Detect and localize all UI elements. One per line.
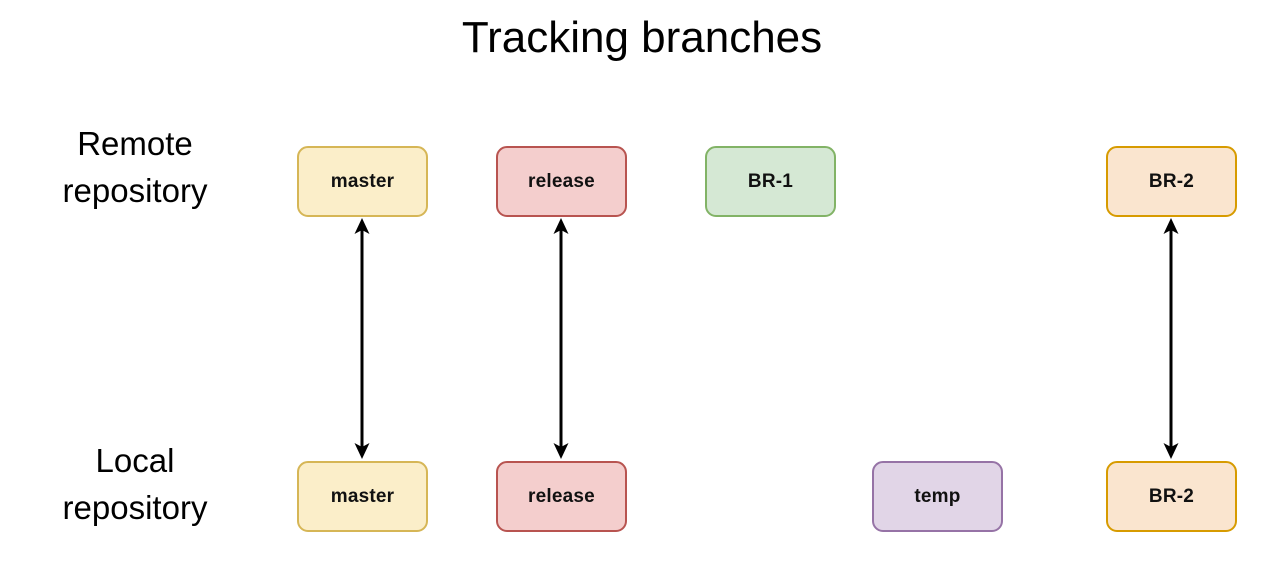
node-label: master (330, 170, 395, 192)
node-local-br-2[interactable]: BR-2 (1106, 461, 1237, 532)
node-label: BR-2 (1148, 170, 1195, 192)
node-remote-br-1[interactable]: BR-1 (705, 146, 836, 217)
arrow-br-2 (1163, 218, 1179, 459)
row-label-local: Local repository (0, 437, 275, 531)
node-label: BR-1 (747, 170, 794, 192)
row-label-remote-line-2: repository (62, 172, 208, 209)
node-remote-br-2[interactable]: BR-2 (1106, 146, 1237, 217)
row-label-local-line-2: repository (62, 489, 208, 526)
node-local-master[interactable]: master (297, 461, 428, 532)
node-label: release (528, 170, 595, 192)
node-label: master (330, 485, 395, 507)
node-local-release[interactable]: release (496, 461, 627, 532)
node-label: temp (914, 485, 961, 507)
node-remote-release[interactable]: release (496, 146, 627, 217)
arrow-release (553, 218, 569, 459)
node-remote-master[interactable]: master (297, 146, 428, 217)
node-label: release (528, 485, 595, 507)
arrow-master (354, 218, 370, 459)
row-label-local-line-1: Local (95, 442, 175, 479)
node-local-temp[interactable]: temp (872, 461, 1003, 532)
page-title: Tracking branches (461, 13, 823, 62)
row-label-remote: Remote repository (0, 120, 275, 214)
node-label: BR-2 (1148, 485, 1195, 507)
row-label-remote-line-1: Remote (77, 125, 193, 162)
